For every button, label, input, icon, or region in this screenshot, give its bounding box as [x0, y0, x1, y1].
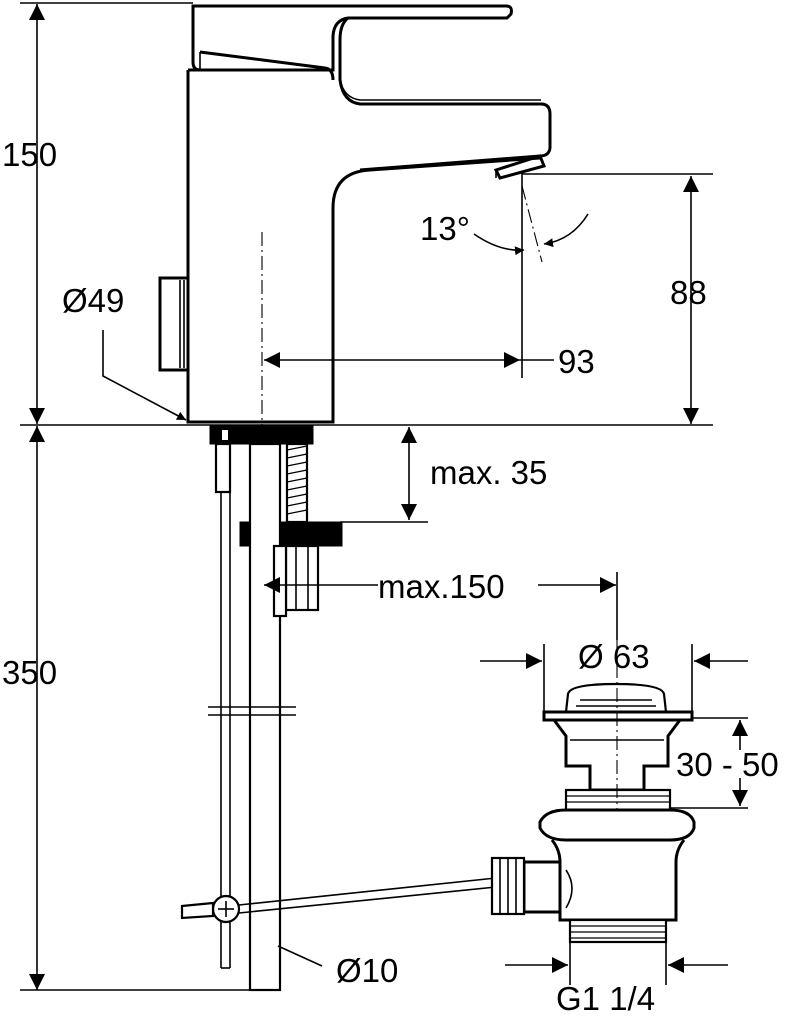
- label-waste-height: 30 - 50: [676, 746, 779, 783]
- label-diameter-body: Ø49: [62, 282, 124, 319]
- label-height-spout: 88: [670, 274, 707, 311]
- lift-rod: [214, 442, 232, 494]
- label-max-thickness: max. 35: [430, 454, 547, 491]
- under-counter-assembly: [180, 425, 497, 992]
- aerator: [493, 154, 547, 180]
- lever-handle: [191, 4, 513, 72]
- thread-hatching: [286, 445, 308, 515]
- dimension-labels: 150 Ø49 13° 88 93 max. 35 max.150 Ø 63 3…: [2, 136, 779, 1017]
- waste-plug: [564, 682, 668, 714]
- dimension-lines: [20, 4, 748, 991]
- supply-pipe: [248, 442, 282, 992]
- label-reach: 93: [558, 343, 595, 380]
- label-thread: G1 1/4: [556, 980, 655, 1017]
- pop-up-waste: [490, 640, 696, 944]
- label-height-bottom: 350: [2, 654, 57, 691]
- faucet-main-body: [186, 70, 541, 424]
- pop-up-knob: [158, 276, 190, 372]
- label-height-top: 150: [2, 136, 57, 173]
- label-angle: 13°: [420, 210, 470, 247]
- label-max-tail: max.150: [378, 568, 505, 605]
- label-diameter-waste: Ø 63: [578, 638, 650, 675]
- label-rod-diameter: Ø10: [336, 952, 398, 989]
